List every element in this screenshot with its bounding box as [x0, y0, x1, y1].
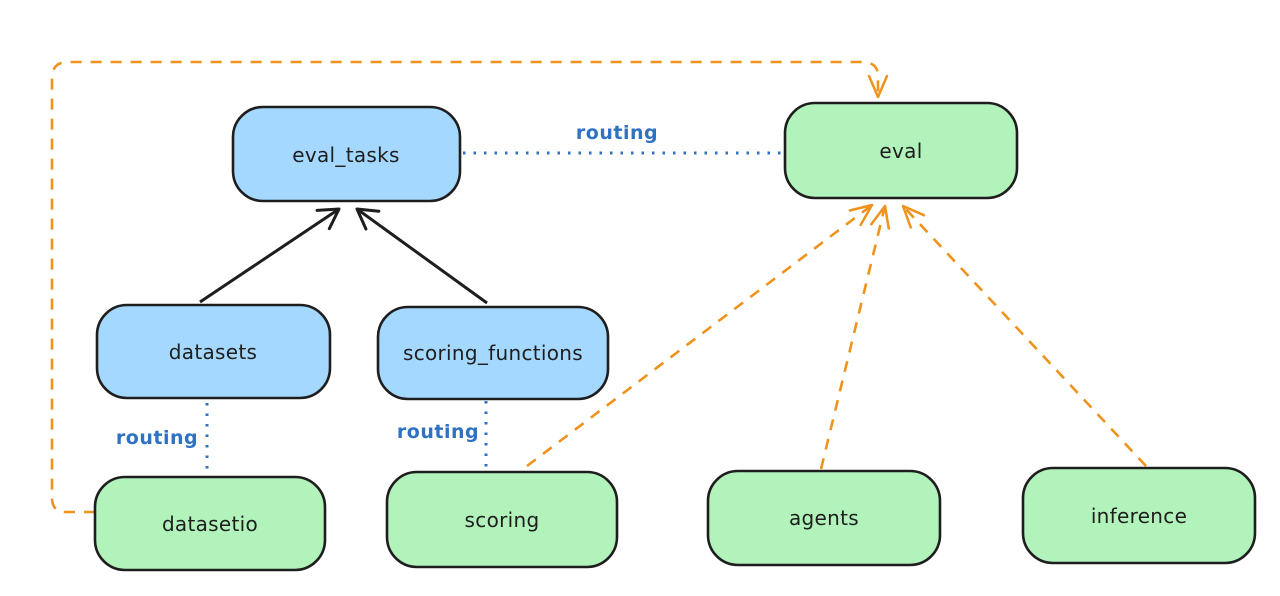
node-datasets-box: [95, 303, 332, 400]
node-scoring: scoring: [385, 470, 619, 569]
edge-datasetio-to-eval: [50, 60, 889, 514]
node-inference: inference: [1021, 466, 1257, 565]
edge-inference-to-eval: [901, 204, 1147, 467]
node-datasetio-box: [93, 475, 327, 572]
node-agents-box: [706, 469, 942, 567]
node-scoring-functions-box: [376, 305, 610, 401]
node-scoring-functions: scoring_functions: [376, 305, 610, 401]
node-datasets-label: datasets: [169, 340, 257, 364]
node-eval-tasks-box: [231, 105, 462, 203]
edge-scoring-to-eval: [526, 203, 874, 468]
node-eval: eval: [783, 101, 1019, 200]
node-agents-label: agents: [789, 506, 859, 530]
node-scoring-functions-label: scoring_functions: [403, 341, 583, 365]
node-datasetio: datasetio: [93, 475, 327, 572]
node-datasetio-label: datasetio: [162, 512, 258, 536]
node-eval-tasks-label: eval_tasks: [292, 143, 399, 167]
node-datasets: datasets: [95, 303, 332, 400]
edge-agents-to-eval: [819, 204, 891, 470]
routing-label-scoring: routing: [397, 421, 479, 443]
node-eval-label: eval: [879, 139, 922, 163]
node-inference-label: inference: [1091, 504, 1187, 528]
node-eval-tasks: eval_tasks: [231, 105, 462, 203]
routing-label-datasetio: routing: [116, 427, 198, 449]
node-agents: agents: [706, 469, 942, 567]
node-inference-box: [1021, 466, 1257, 565]
node-scoring-box: [385, 470, 619, 569]
edge-scoring-functions-to-eval-tasks: [355, 207, 488, 305]
edge-datasets-to-eval-tasks: [199, 207, 341, 304]
routing-label-top: routing: [576, 122, 658, 144]
node-scoring-label: scoring: [465, 508, 540, 532]
node-eval-box: [783, 101, 1019, 200]
